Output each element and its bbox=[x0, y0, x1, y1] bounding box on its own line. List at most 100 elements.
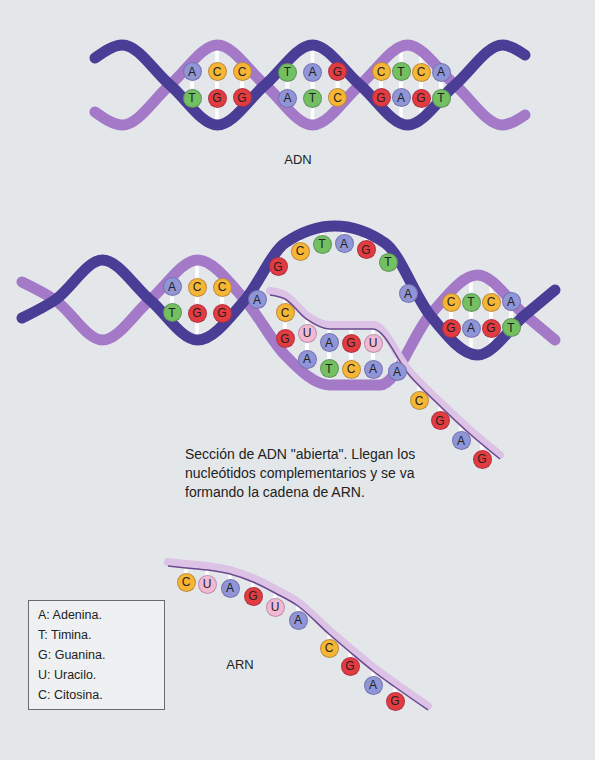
base-letter: C bbox=[333, 92, 342, 104]
base-letter: A bbox=[393, 366, 401, 378]
nucleotide-circle: T bbox=[320, 359, 339, 378]
base-letter: T bbox=[188, 92, 195, 104]
nucleotide-circle: C bbox=[291, 242, 310, 261]
nucleotide-circle: C bbox=[482, 293, 501, 312]
base-letter: C bbox=[182, 576, 191, 588]
base-letter: C bbox=[281, 307, 290, 319]
nucleotide-circle: C bbox=[410, 391, 429, 410]
base-pair-bond bbox=[349, 353, 353, 360]
nucleotide-circle: G bbox=[342, 334, 361, 353]
base-letter: G bbox=[435, 415, 444, 427]
base-letter: C bbox=[238, 66, 247, 78]
base-pair-bond bbox=[283, 322, 287, 329]
base-letter: A bbox=[308, 66, 316, 78]
nucleotide-circle: A bbox=[289, 611, 308, 630]
nucleotide-circle: G bbox=[412, 89, 431, 108]
nucleotide-circle: T bbox=[278, 63, 297, 82]
base-pair-bond bbox=[489, 312, 493, 319]
rna-strand-edge bbox=[270, 295, 500, 459]
base-letter: G bbox=[273, 261, 282, 273]
base-letter: C bbox=[417, 66, 426, 78]
base-pair-bond bbox=[220, 297, 224, 304]
base-pair-bond bbox=[305, 343, 309, 350]
base-letter: G bbox=[217, 307, 226, 319]
base-pair-bond bbox=[311, 82, 315, 89]
nucleotide-circle: U bbox=[198, 575, 217, 594]
nucleotide-circle: A bbox=[452, 431, 471, 450]
dna-strand bbox=[22, 226, 555, 355]
nucleotide-circle: G bbox=[473, 450, 492, 469]
nucleotide-circle: G bbox=[328, 62, 347, 81]
rna-strand bbox=[168, 562, 428, 706]
base-letter: U bbox=[303, 327, 312, 339]
nucleotide-circle: A bbox=[278, 89, 297, 108]
base-letter: G bbox=[486, 322, 495, 334]
nucleotide-circle: G bbox=[442, 319, 461, 338]
base-letter: G bbox=[212, 92, 221, 104]
nucleotide-circle: C bbox=[412, 63, 431, 82]
base-pair-bond bbox=[286, 82, 290, 89]
base-letter: U bbox=[369, 337, 378, 349]
nucleotide-circle: G bbox=[431, 411, 450, 430]
key-entry: C: Citosina. bbox=[38, 685, 155, 705]
base-letter: G bbox=[237, 92, 246, 104]
dna-strand bbox=[22, 260, 555, 385]
figure-label-text: ARN bbox=[226, 657, 253, 672]
base-pair-bond bbox=[371, 353, 375, 360]
figure-label: ARN bbox=[226, 655, 253, 673]
base-rods bbox=[172, 45, 511, 701]
base-letter: U bbox=[271, 601, 280, 613]
base-letter: G bbox=[192, 307, 201, 319]
base-letter: G bbox=[376, 92, 385, 104]
nucleotide-circle: A bbox=[462, 319, 481, 338]
nucleotide-circle: A bbox=[364, 676, 383, 695]
base-letter: A bbox=[507, 296, 515, 308]
nucleotide-circle: T bbox=[379, 253, 398, 272]
base-letter: G bbox=[477, 453, 486, 465]
nucleotide-circle: A bbox=[399, 284, 418, 303]
base-letter: G bbox=[346, 337, 355, 349]
nucleotide-circle: C bbox=[328, 88, 347, 107]
base-pair-bond bbox=[509, 311, 513, 318]
nucleotide-circle: T bbox=[392, 62, 411, 81]
nucleotide-circle: C bbox=[177, 573, 196, 592]
base-pair-bond bbox=[379, 81, 383, 88]
base-letter: T bbox=[284, 66, 291, 78]
nucleotide-circle: G bbox=[482, 319, 501, 338]
base-letter: C bbox=[213, 66, 222, 78]
nucleotide-circle: T bbox=[313, 235, 332, 254]
base-letter: T bbox=[437, 92, 444, 104]
nucleotide-circle: A bbox=[335, 234, 354, 253]
nucleotide-circle: G bbox=[213, 304, 232, 323]
nucleotide-circle: T bbox=[183, 89, 202, 108]
nucleotide-circle: G bbox=[244, 587, 263, 606]
base-letter: A bbox=[188, 66, 196, 78]
nucleotide-circle: G bbox=[341, 657, 360, 676]
base-letter: A bbox=[457, 435, 465, 447]
base-letter: T bbox=[384, 256, 391, 268]
nucleotide-circle: A bbox=[303, 63, 322, 82]
nucleotide-circle: G bbox=[357, 240, 376, 259]
nucleotide-circle: C bbox=[188, 278, 207, 297]
caption-text: Sección de ADN "abierta". Llegan los nuc… bbox=[185, 445, 447, 502]
nucleotide-circle: A bbox=[388, 362, 407, 381]
nucleotide-circle: U bbox=[364, 334, 383, 353]
nucleotide-circle: A bbox=[502, 292, 521, 311]
base-letter: C bbox=[447, 296, 456, 308]
nucleotide-circle: C bbox=[276, 303, 295, 322]
base-letter: G bbox=[446, 322, 455, 334]
base-pair-bond bbox=[240, 81, 244, 88]
base-pair-bond bbox=[449, 312, 453, 319]
nucleotide-circle: A bbox=[320, 333, 339, 352]
nucleotide-circle: G bbox=[188, 304, 207, 323]
base-letter: T bbox=[318, 238, 325, 250]
nucleotide-circle: C bbox=[442, 293, 461, 312]
key-entry: G: Guanina. bbox=[38, 645, 155, 665]
nucleotide-circle: A bbox=[432, 63, 451, 82]
base-letter: C bbox=[487, 296, 496, 308]
base-pair-bond bbox=[327, 352, 331, 359]
nucleotide-circle: A bbox=[163, 277, 182, 296]
base-letter: C bbox=[193, 281, 202, 293]
base-letter: C bbox=[377, 66, 386, 78]
nucleotide-circle: G bbox=[233, 88, 252, 107]
